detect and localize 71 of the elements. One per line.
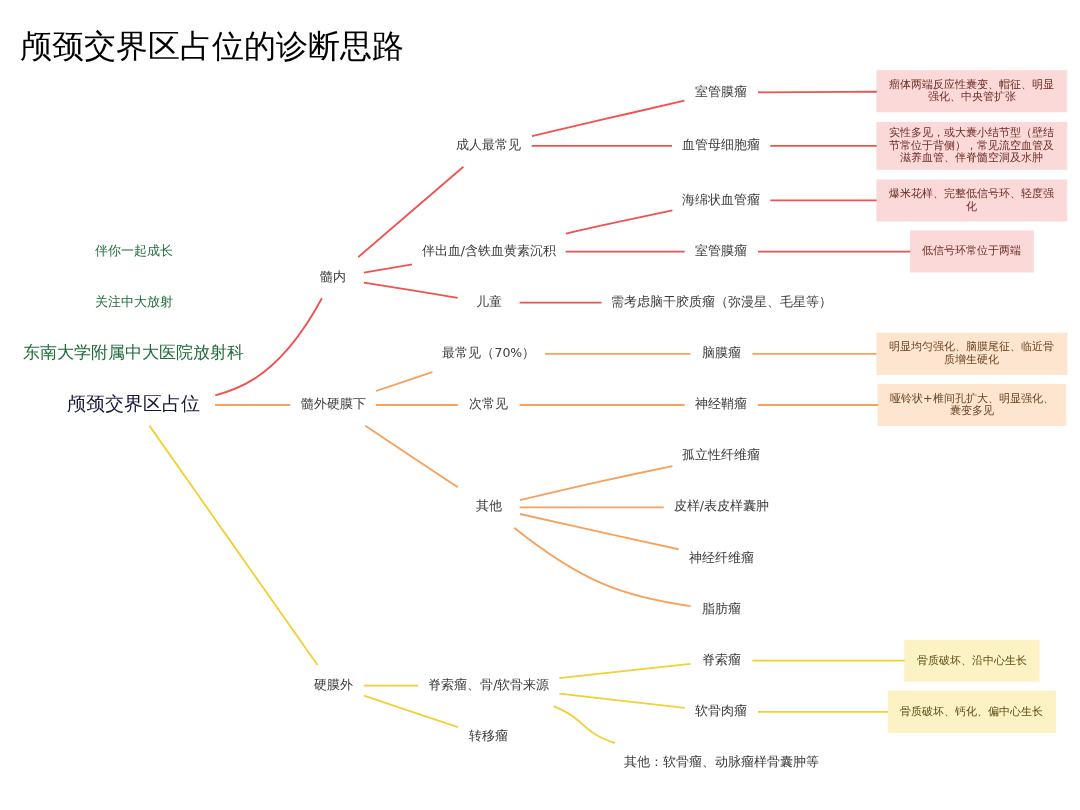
connector (148, 424, 319, 666)
node-text: 髓外硬膜下 (300, 396, 366, 412)
connector (362, 281, 459, 299)
connector (552, 705, 616, 745)
connector (357, 165, 465, 259)
connector (214, 404, 292, 406)
connector (757, 710, 889, 713)
node-text: 脊索瘤、骨/软骨来源 (428, 676, 550, 692)
node-box: 骨质破坏、沿中心生长 (904, 639, 1040, 682)
connector (757, 404, 879, 406)
node-box: 实性多见，或大囊小结节型（壁结节常位于背侧），常见流空血管及滋养血管、伴脊髓空洞及水肿 (876, 122, 1068, 170)
node-text: 室管膜瘤 (695, 83, 748, 99)
connector (518, 301, 603, 304)
node-text: 室管膜瘤 (695, 242, 748, 258)
node-text: 儿童 (475, 293, 502, 309)
connector (214, 297, 323, 397)
connector (362, 263, 413, 274)
connector (558, 692, 686, 709)
connector (518, 506, 665, 509)
node-text: 伴出血/含铁血黄素沉积 (421, 242, 556, 258)
node-box: 明显均匀强化、脑膜尾征、临近骨质增生硬化 (876, 332, 1068, 375)
connector (769, 144, 878, 147)
node-box: 瘤体两端反应性囊变、帽征、明显强化、中央管扩张 (876, 70, 1068, 113)
connector (751, 659, 906, 662)
node-text: 脊索瘤 (701, 651, 741, 667)
node-text: 海绵状血管瘤 (682, 191, 761, 207)
node-text: 次常见 (469, 396, 509, 412)
connector (374, 404, 459, 406)
connector (518, 404, 686, 406)
node-box: 爆米花样、完整低信号环、轻度强化 (876, 179, 1068, 222)
connector (530, 144, 673, 147)
diagram-title: 颅颈交界区占位的诊断思路 (20, 26, 405, 65)
node-text: 颅颈交界区占位 (67, 392, 201, 414)
label: 东南大学附属中大医院放射科 (23, 341, 245, 362)
node-text: 孤立性纤维瘤 (682, 447, 761, 463)
node-box: 骨质破坏、钙化、偏中心生长 (887, 690, 1056, 733)
node-text: 神经鞘瘤 (695, 396, 748, 412)
connector (518, 465, 674, 502)
node-text: 其他：软骨瘤、动脉瘤样骨囊肿等 (623, 754, 819, 770)
label: 关注中大放射 (94, 293, 173, 309)
label: 伴你一起成长 (94, 242, 173, 258)
node-text: 需考虑脑干胶质瘤（弥漫星、毛星等） (610, 293, 832, 309)
node-text: 成人最常见 (456, 137, 522, 153)
node-text: 其他 (475, 498, 502, 514)
node-text: 最常见（70%） (442, 345, 536, 361)
connector (769, 199, 878, 202)
connector (519, 513, 680, 551)
connector (564, 250, 686, 253)
node-box: 哑铃状+椎间孔扩大、明显强化、囊变多见 (877, 383, 1067, 427)
connector (362, 694, 459, 728)
node-text: 神经纤维瘤 (688, 549, 754, 565)
connector (362, 684, 420, 687)
connector (558, 663, 692, 680)
connector (751, 352, 878, 355)
connector (375, 371, 434, 392)
node-text: 软骨肉瘤 (695, 703, 748, 719)
node-box: 低信号环常位于两端 (909, 230, 1034, 273)
connector (531, 99, 686, 137)
connector (757, 90, 878, 94)
node-text: 皮样/表皮样囊肿 (673, 498, 769, 514)
node-text: 转移瘤 (469, 728, 509, 744)
connector (564, 209, 674, 235)
node-text: 髓内 (320, 268, 347, 284)
node-text: 脑膜瘤 (701, 345, 741, 361)
node-text: 脂肪瘤 (701, 600, 741, 616)
connector (364, 424, 459, 489)
connector (544, 352, 692, 355)
node-text: 硬膜外 (313, 676, 353, 692)
connector (513, 526, 692, 608)
connector (757, 250, 912, 253)
node-text: 血管母细胞瘤 (682, 137, 761, 153)
